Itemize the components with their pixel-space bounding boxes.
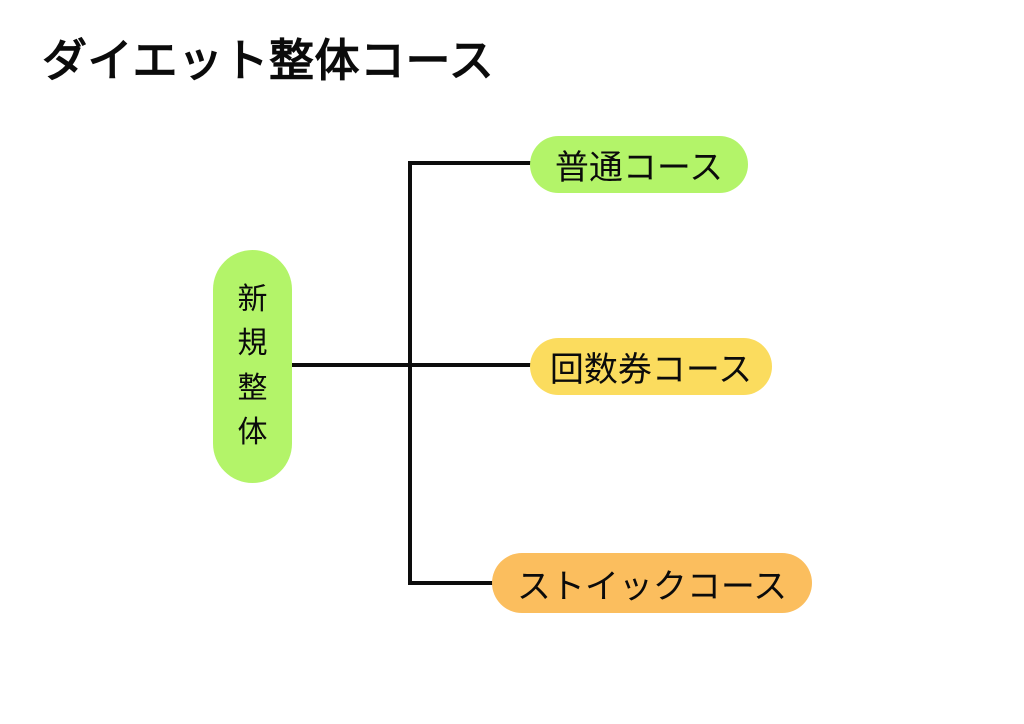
page-title: ダイエット整体コース: [42, 34, 495, 87]
root-char-4: 体: [237, 414, 268, 450]
root-char-3: 整: [237, 370, 268, 406]
node-root-new-seitai[interactable]: 新 規 整 体: [213, 250, 292, 483]
node-branch-kaisuken-course[interactable]: 回数券コース: [530, 338, 772, 395]
root-char-2: 規: [237, 326, 268, 362]
node-branch-futsu-course[interactable]: 普通コース: [530, 136, 748, 193]
root-char-1: 新: [237, 281, 268, 317]
node-branch-3-label: ストイックコース: [516, 566, 788, 607]
connector-vertical-trunk: [408, 161, 412, 585]
node-branch-1-label: 普通コース: [554, 148, 724, 188]
connector-branch-3: [408, 581, 508, 585]
connector-root-stem: [292, 363, 532, 367]
node-branch-stoic-course[interactable]: ストイックコース: [492, 553, 812, 613]
connector-branch-1: [408, 161, 544, 165]
node-branch-2-label: 回数券コース: [549, 350, 753, 390]
